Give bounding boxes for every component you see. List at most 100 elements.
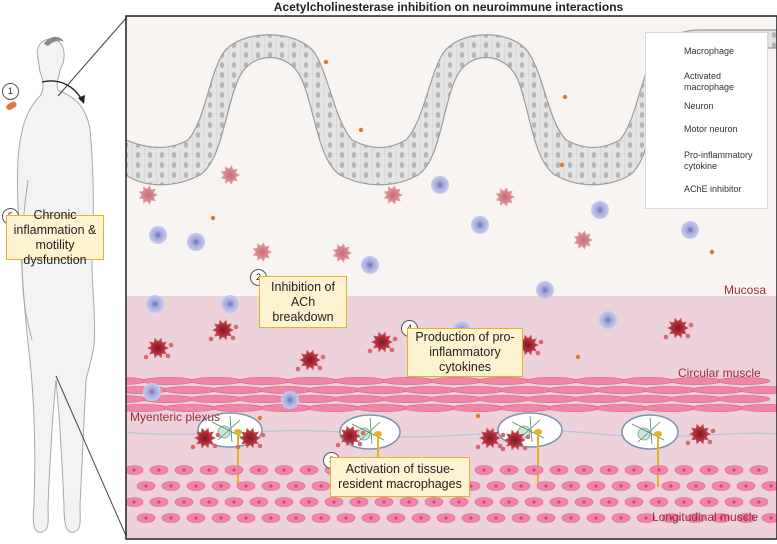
circular-muscle-cell — [189, 395, 243, 403]
circular-muscle-cell — [429, 377, 483, 385]
circular-muscle-cell — [477, 395, 531, 403]
macrophage — [146, 295, 164, 313]
zoom-line-top — [57, 16, 128, 97]
circular-muscle-cell — [621, 377, 675, 385]
circular-muscle-cell — [333, 377, 387, 385]
circular-muscle-cell — [499, 404, 553, 412]
circular-muscle-cell — [403, 404, 457, 412]
activated-macrophage — [479, 427, 501, 449]
macrophage — [361, 256, 379, 274]
circular-muscle-cell — [163, 386, 217, 394]
circular-muscle-cell — [451, 404, 505, 412]
circular-muscle-cell — [403, 386, 457, 394]
activated-macrophage — [212, 319, 234, 341]
callout-text: Production of pro-inflammatory cytokines — [415, 330, 515, 374]
callout-cytokine-production: Production of pro-inflammatory cytokines — [407, 328, 523, 377]
macrophage — [281, 391, 299, 409]
circular-muscle-cell — [573, 395, 627, 403]
legend-ache-inhibitor: AChE inhibitor — [684, 184, 742, 194]
arrow-head-icon — [78, 95, 85, 104]
ache-inhibitor-particle — [323, 59, 329, 65]
legend: Macrophage Activated macrophage Neuron M… — [645, 32, 768, 209]
legend-cytokine: Pro-inflammatory cytokine — [684, 150, 753, 171]
circular-muscle-cells — [126, 377, 777, 412]
callout-macrophage-activation: Activation of tissue-resident macrophage… — [330, 457, 470, 497]
circular-muscle-cell — [355, 386, 409, 394]
macrophages — [138, 165, 716, 452]
activated-macrophage — [667, 317, 689, 339]
circular-muscle-cell — [451, 386, 505, 394]
lumen — [126, 16, 777, 149]
panel-border — [125, 15, 777, 540]
circular-muscle-cell — [525, 395, 579, 403]
activated-macrophage — [252, 242, 272, 262]
activated-macrophage — [383, 185, 403, 205]
circular-muscle-cell — [547, 386, 601, 394]
label-mucosa: Mucosa — [724, 283, 767, 297]
ache-inhibitor-particle — [575, 354, 581, 360]
ache-inhibitor-particle — [709, 249, 715, 255]
label-longitudinal-muscle: Longitudinal muscle — [652, 510, 759, 524]
circular-muscle-cell — [333, 395, 387, 403]
circular-muscle-cell — [595, 404, 649, 412]
activated-macrophage — [573, 230, 593, 250]
ache-inhibitor-particle — [562, 94, 568, 100]
activated-macrophage — [371, 331, 393, 353]
activated-macrophage — [194, 427, 216, 449]
ache-inhibitor-particle — [559, 162, 565, 168]
activated-macrophage — [495, 187, 515, 207]
activated-macrophage — [147, 337, 169, 359]
legend-neuron: Neuron — [684, 101, 714, 111]
legend-macrophage: Macrophage — [684, 46, 735, 56]
circular-muscle-cell — [307, 404, 361, 412]
step-1-number: 1 — [2, 83, 19, 100]
circular-muscle-cell — [285, 377, 339, 385]
ganglion — [621, 414, 679, 487]
ache-inhibitor-particle — [475, 413, 481, 419]
activated-macrophage — [689, 423, 711, 445]
circular-muscle-cell — [739, 386, 777, 394]
circular-muscle-cell — [669, 395, 723, 403]
macrophage — [471, 216, 489, 234]
ache-inhibitor-particle — [210, 215, 216, 221]
activated-macrophage — [138, 185, 158, 205]
circular-muscle-cell — [717, 377, 771, 385]
macrophage — [187, 233, 205, 251]
ache-inhibitor-particle — [358, 127, 364, 133]
circular-muscle-cell — [525, 377, 579, 385]
circular-muscle-cell — [381, 377, 435, 385]
circular-muscle-cell — [126, 377, 147, 385]
circular-muscle-cell — [477, 377, 531, 385]
activated-macrophage — [299, 349, 321, 371]
callout-chronic-inflammation: Chronic inflammation & motility dysfunct… — [6, 208, 104, 267]
circular-muscle-cell — [429, 395, 483, 403]
circular-muscle-cell — [211, 386, 265, 394]
label-circular-muscle: Circular muscle — [678, 366, 761, 380]
zoom-line-bottom — [55, 375, 128, 539]
macrophage — [143, 383, 161, 401]
circular-muscle-cell — [573, 377, 627, 385]
ingestion-arrow — [41, 80, 83, 101]
circular-muscle-cell — [691, 386, 745, 394]
circular-muscle-cell — [381, 395, 435, 403]
activated-macrophage — [239, 427, 261, 449]
circular-muscle-cell — [355, 404, 409, 412]
circular-muscle-cell — [643, 386, 697, 394]
activated-macrophage — [220, 165, 240, 185]
macrophage — [681, 221, 699, 239]
activated-macrophage — [339, 425, 361, 447]
ache-inhibitor-particle — [257, 415, 263, 421]
macrophage — [221, 295, 239, 313]
callout-text: Activation of tissue-resident macrophage… — [338, 462, 462, 491]
circular-muscle-cell — [595, 386, 649, 394]
circular-muscle-cell — [499, 386, 553, 394]
macrophage — [599, 311, 617, 329]
legend-activated-macrophage: Activated macrophage — [684, 71, 735, 92]
circular-muscle-cell — [237, 377, 291, 385]
circular-muscle-cell — [307, 386, 361, 394]
legend-motor-neuron: Motor neuron — [684, 124, 738, 134]
circular-muscle-cell — [621, 395, 675, 403]
circular-muscle-cell — [126, 395, 147, 403]
activated-macrophage — [332, 243, 352, 263]
activated-macrophage — [504, 429, 526, 451]
